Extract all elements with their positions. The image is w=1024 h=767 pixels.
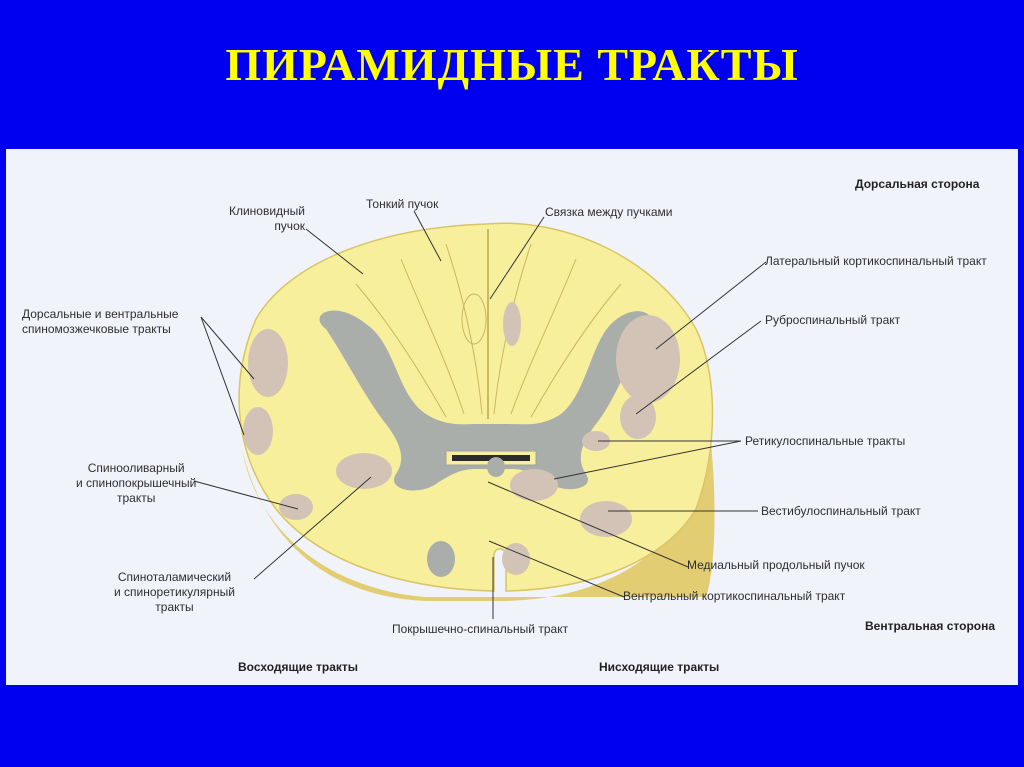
- label-reticulospinal: Ретикулоспинальные тракты: [745, 434, 905, 449]
- tract-ventral-gray-right: [487, 457, 505, 477]
- tract-ventral-gray-left: [427, 541, 455, 577]
- label-rubrospinal: Руброспинальный тракт: [765, 313, 900, 328]
- label-medial-longitudinal: Медиальный продольный пучок: [687, 558, 865, 573]
- slide-title: ПИРАМИДНЫЕ ТРАКТЫ: [0, 38, 1024, 91]
- dorsal-side-label: Дорсальная сторона: [855, 177, 979, 191]
- label-fasciculus-gracilis: Тонкий пучок: [366, 197, 438, 212]
- tract-lateral-corticospinal: [616, 315, 680, 403]
- label-spinocerebellar: Дорсальные и вентральные спиномозжечковы…: [22, 307, 178, 337]
- tract-spinocerebellar-ventral: [243, 407, 273, 455]
- label-interfascicular: Связка между пучками: [545, 205, 672, 220]
- tract-spinoolivary: [279, 494, 313, 520]
- tract-spinocerebellar-dorsal: [248, 329, 288, 397]
- spinal-cord-figure: Дорсальная сторона Вентральная сторона В…: [6, 149, 1018, 685]
- label-ventral-corticospinal: Вентральный кортикоспинальный тракт: [623, 589, 845, 604]
- tract-rubrospinal: [620, 395, 656, 439]
- ascending-tracts-label: Восходящие тракты: [238, 660, 358, 674]
- label-vestibulospinal: Вестибулоспинальный тракт: [761, 504, 921, 519]
- descending-tracts-label: Нисходящие тракты: [599, 660, 719, 674]
- label-fasciculus-cuneatus: Клиновидный пучок: [229, 204, 305, 234]
- label-spinothalamic: Спиноталамический и спиноретикулярный тр…: [114, 570, 235, 615]
- tract-vestibulospinal: [580, 501, 632, 537]
- ventral-side-label: Вентральная сторона: [865, 619, 995, 633]
- interfascicular-oval: [503, 302, 521, 346]
- label-tectospinal: Покрышечно-спинальный тракт: [392, 622, 568, 637]
- label-lateral-corticospinal: Латеральный кортикоспинальный тракт: [765, 254, 987, 269]
- tract-medial-longitudinal: [510, 469, 558, 501]
- label-spinoolivary: Спинооливарный и спинопокрышечный тракты: [76, 461, 196, 506]
